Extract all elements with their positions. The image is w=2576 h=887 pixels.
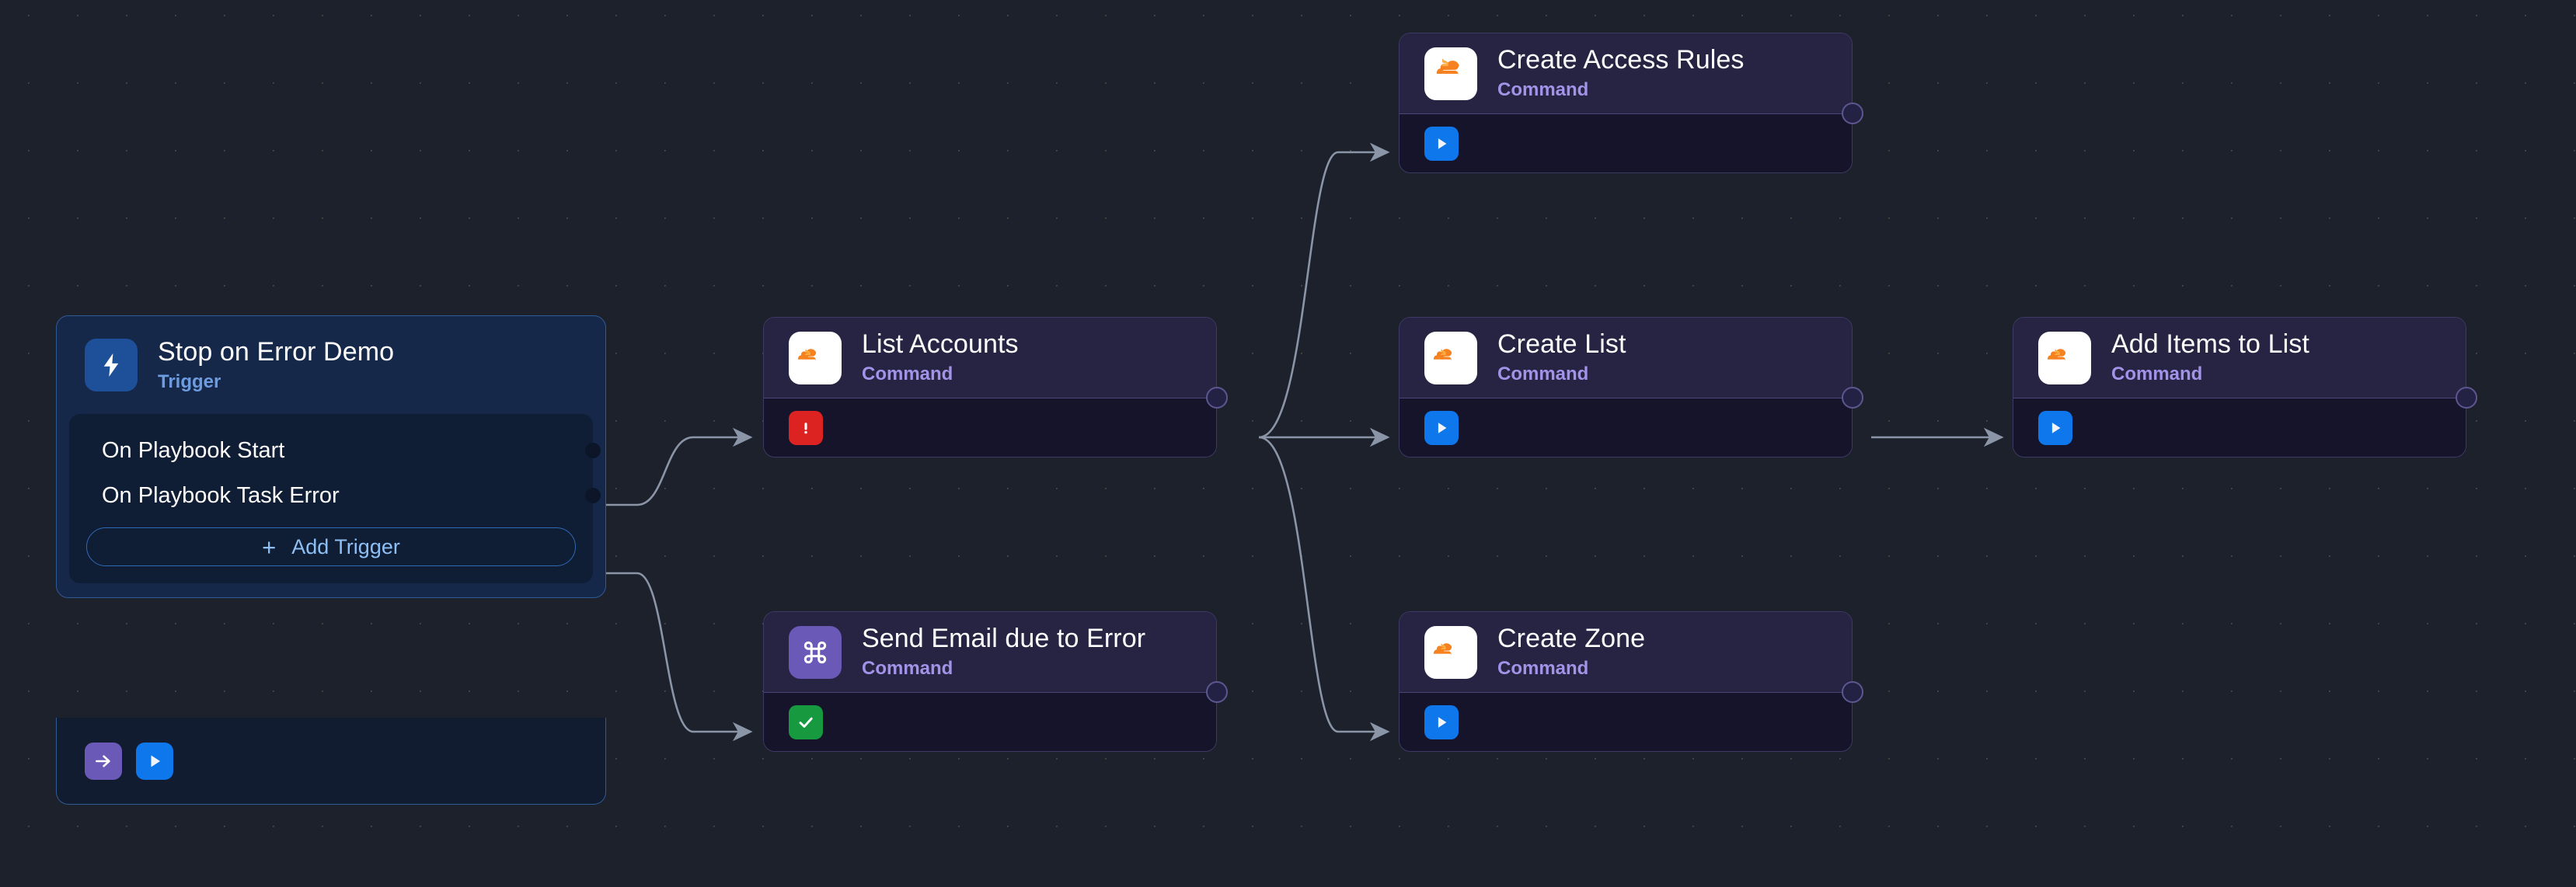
cloudflare-icon (1424, 331, 1477, 384)
command-titles: Add Items to List Command (2111, 329, 2309, 386)
command-card[interactable]: Send Email due to Error Command (763, 611, 1217, 752)
cloudflare-icon (1424, 625, 1477, 679)
command-node-list-accounts[interactable]: List Accounts Command (763, 317, 1228, 457)
cloudflare-icon (2038, 331, 2091, 384)
command-header: List Accounts Command (764, 318, 1216, 398)
command-title: Create List (1497, 329, 1626, 360)
run-button[interactable] (1424, 126, 1459, 161)
trigger-footer (56, 718, 606, 805)
trigger-title: Stop on Error Demo (158, 337, 395, 367)
edge-list-accounts-to-create-access-rules (1258, 142, 1390, 439)
plus-icon: + (262, 533, 277, 561)
command-body (764, 398, 1216, 457)
command-header: Create Access Rules Command (1400, 33, 1852, 114)
output-port-on-playbook-start[interactable] (585, 443, 601, 459)
run-button[interactable] (136, 742, 173, 780)
success-badge[interactable] (789, 704, 823, 739)
command-body (2013, 398, 2466, 457)
error-badge[interactable] (789, 410, 823, 445)
output-port[interactable] (1206, 387, 1228, 409)
output-port-on-playbook-task-error[interactable] (585, 488, 601, 504)
command-title: Create Access Rules (1497, 45, 1745, 75)
command-card[interactable]: Create Access Rules Command (1399, 33, 1853, 173)
trigger-subtitle: Trigger (158, 371, 221, 393)
command-card[interactable]: Add Items to List Command (2013, 317, 2466, 457)
command-subtitle: Command (1497, 363, 1589, 385)
trigger-header: Stop on Error Demo Trigger (57, 316, 605, 414)
output-port[interactable] (2456, 387, 2477, 409)
command-card[interactable]: Create Zone Command (1399, 611, 1853, 752)
command-node-send-email-due-to-error[interactable]: Send Email due to Error Command (763, 611, 1228, 752)
command-subtitle: Command (2111, 363, 2203, 385)
output-port[interactable] (1842, 103, 1863, 124)
trigger-item-label: On Playbook Start (102, 437, 285, 463)
command-key-icon (789, 625, 842, 679)
command-card[interactable]: Create List Command (1399, 317, 1853, 457)
output-port[interactable] (1842, 387, 1863, 409)
command-subtitle: Command (1497, 79, 1589, 101)
run-button[interactable] (1424, 704, 1459, 739)
edge-list-accounts-to-create-zone (1258, 436, 1390, 742)
add-trigger-button[interactable]: + Add Trigger (86, 527, 576, 567)
command-header: Add Items to List Command (2013, 318, 2466, 398)
command-node-create-zone[interactable]: Create Zone Command (1399, 611, 1863, 752)
trigger-titles: Stop on Error Demo Trigger (158, 336, 394, 394)
command-body (764, 693, 1216, 751)
command-node-add-items-to-list[interactable]: Add Items to List Command (2013, 317, 2477, 457)
run-button[interactable] (2038, 410, 2072, 445)
lightning-bolt-icon (85, 339, 138, 392)
command-body (1400, 693, 1852, 751)
command-node-create-access-rules[interactable]: Create Access Rules Command (1399, 33, 1863, 173)
command-header: Create List Command (1400, 318, 1852, 398)
trigger-node[interactable]: Stop on Error Demo Trigger On Playbook S… (56, 315, 606, 805)
trigger-item-on-playbook-task-error[interactable]: On Playbook Task Error (69, 473, 601, 518)
arrow-right-button[interactable] (85, 742, 122, 780)
run-button[interactable] (1424, 410, 1459, 445)
output-port[interactable] (1842, 681, 1863, 703)
output-port[interactable] (1206, 681, 1228, 703)
trigger-list: On Playbook Start On Playbook Task Error… (69, 414, 601, 584)
trigger-item-on-playbook-start[interactable]: On Playbook Start (69, 428, 601, 473)
command-titles: Create List Command (1497, 329, 1626, 386)
command-subtitle: Command (1497, 658, 1589, 680)
command-body (1400, 114, 1852, 172)
command-node-create-list[interactable]: Create List Command (1399, 317, 1863, 457)
command-card[interactable]: List Accounts Command (763, 317, 1217, 457)
cloudflare-icon (789, 331, 842, 384)
command-titles: Create Access Rules Command (1497, 44, 1744, 102)
command-titles: Send Email due to Error Command (862, 623, 1145, 680)
command-subtitle: Command (862, 658, 953, 680)
command-titles: List Accounts Command (862, 329, 1019, 386)
trigger-item-label: On Playbook Task Error (102, 482, 340, 508)
command-title: Create Zone (1497, 624, 1646, 654)
command-title: Send Email due to Error (862, 624, 1146, 654)
command-title: Add Items to List (2111, 329, 2309, 360)
command-subtitle: Command (862, 363, 953, 385)
cloudflare-icon (1424, 47, 1477, 100)
command-header: Create Zone Command (1400, 612, 1852, 693)
command-body (1400, 398, 1852, 457)
command-header: Send Email due to Error Command (764, 612, 1216, 693)
command-titles: Create Zone Command (1497, 623, 1645, 680)
command-title: List Accounts (862, 329, 1019, 360)
add-trigger-label: Add Trigger (291, 534, 400, 558)
trigger-card[interactable]: Stop on Error Demo Trigger On Playbook S… (56, 315, 606, 599)
